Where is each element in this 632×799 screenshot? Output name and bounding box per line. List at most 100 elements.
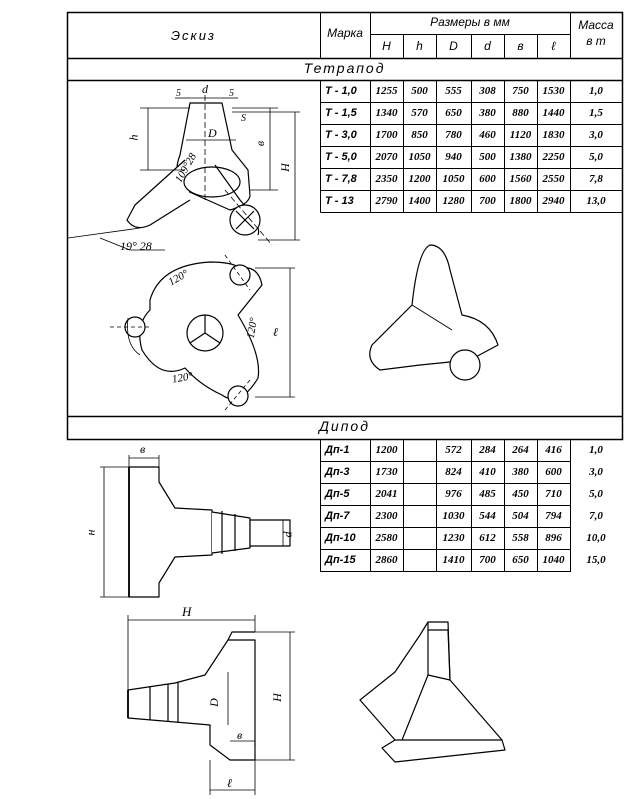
- dipod-row-cell-H: 1200: [375, 444, 398, 456]
- label-s: S: [241, 113, 246, 124]
- label-five-left: 5: [176, 88, 181, 99]
- label-D: D: [208, 126, 217, 140]
- tetrapod-row-cell-l: 2550: [542, 173, 565, 185]
- dipod-row-cell-b: 380: [512, 466, 529, 478]
- tetrapod-top-view: [110, 254, 295, 411]
- dipod-row-cell-l: 896: [545, 532, 562, 544]
- tetrapod-row-mark: Т - 7,8: [325, 173, 357, 185]
- tetrapod-row-mark: Т - 1,5: [325, 107, 357, 119]
- dipod-row-cell-D: 572: [445, 444, 462, 456]
- label-dp-D: D: [206, 698, 221, 707]
- tetrapod-row-cell-h: 1200: [408, 173, 431, 185]
- tetrapod-row-cell-h: 570: [411, 107, 428, 119]
- tetrapod-row-cell-D: 650: [445, 107, 462, 119]
- tetrapod-row-cell-D: 1280: [442, 195, 465, 207]
- label-dp-H: H: [182, 604, 192, 619]
- dipod-row-mark: Дп-1: [325, 444, 350, 456]
- dipod-row-mark: Дп-10: [325, 532, 356, 544]
- col-H: H: [382, 39, 391, 53]
- dipod-row-cell-D: 976: [445, 488, 462, 500]
- tetrapod-row-cell-b: 1120: [509, 129, 532, 141]
- dipod-row-cell-b: 650: [512, 554, 529, 566]
- dipod-row-mass: 15,0: [586, 554, 606, 566]
- dipod-front-view: [127, 615, 295, 795]
- header-mass: Масса: [578, 18, 614, 32]
- dipod-row-cell-b: 558: [512, 532, 529, 544]
- dipod-row-cell-D: 1230: [442, 532, 465, 544]
- dipod-row-mass: 10,0: [586, 532, 606, 544]
- col-D: D: [449, 39, 458, 53]
- dipod-row-mass: 5,0: [589, 488, 603, 500]
- dipod-row-cell-l: 1040: [542, 554, 565, 566]
- header-sketch: Эскиз: [171, 28, 216, 43]
- dipod-row-cell-d: 544: [479, 510, 496, 522]
- tetrapod-row-cell-b: 880: [512, 107, 529, 119]
- tetrapod-row-mass: 1,0: [589, 85, 603, 97]
- tetrapod-row-cell-H: 2350: [375, 173, 398, 185]
- tetrapod-row-cell-H: 1340: [375, 107, 398, 119]
- tetrapod-row-cell-d: 460: [479, 129, 496, 141]
- dipod-row-cell-H: 1730: [375, 466, 398, 478]
- dipod-row-cell-l: 710: [545, 488, 562, 500]
- tetrapod-row-mass: 7,8: [589, 173, 603, 185]
- col-h: h: [416, 39, 423, 53]
- dipod-row-cell-d: 284: [479, 444, 496, 456]
- dipod-row-mark: Дп-15: [325, 554, 356, 566]
- dipod-row-mass: 1,0: [589, 444, 603, 456]
- section-tetrapod: Тетрапод: [303, 60, 386, 76]
- label-dp-H2: H: [269, 693, 284, 702]
- tetrapod-row-cell-l: 1530: [542, 85, 565, 97]
- tetrapod-row-cell-d: 500: [479, 151, 496, 163]
- dipod-row-cell-l: 416: [545, 444, 562, 456]
- dipod-row-cell-H: 2860: [375, 554, 398, 566]
- dipod-row-mass: 3,0: [589, 466, 603, 478]
- dipod-row-mass: 7,0: [589, 510, 603, 522]
- dipod-row-cell-l: 794: [545, 510, 562, 522]
- tetrapod-row-cell-b: 1560: [509, 173, 532, 185]
- section-dipod: Дипод: [319, 418, 370, 434]
- col-l: ℓ: [551, 39, 556, 53]
- tetrapod-row-cell-D: 1050: [442, 173, 465, 185]
- col-b: в: [517, 39, 524, 53]
- tetrapod-row-mark: Т - 13: [325, 195, 354, 207]
- tetrapod-row-mark: Т - 1,0: [325, 85, 357, 97]
- tetrapod-row-mass: 3,0: [589, 129, 603, 141]
- tetrapod-row-mark: Т - 5,0: [325, 151, 357, 163]
- label-l: ℓ: [273, 325, 278, 339]
- dipod-row-cell-b: 450: [512, 488, 529, 500]
- dipod-row-cell-d: 700: [479, 554, 496, 566]
- header-mark: Марка: [327, 26, 363, 40]
- dipod-row-cell-H: 2580: [375, 532, 398, 544]
- tetrapod-row-cell-l: 2250: [542, 151, 565, 163]
- label-angle-base: 19° 28: [120, 239, 152, 253]
- tetrapod-row-mass: 13,0: [586, 195, 606, 207]
- tetrapod-row-cell-h: 1400: [408, 195, 431, 207]
- dipod-row-cell-D: 824: [445, 466, 462, 478]
- label-h: h: [126, 134, 141, 141]
- label-dp-b2: в: [237, 728, 243, 742]
- tetrapod-row-mass: 1,5: [589, 107, 603, 119]
- dipod-row-cell-b: 264: [512, 444, 529, 456]
- header-dimensions: Размеры в мм: [430, 15, 510, 29]
- label-dp-b: в: [140, 442, 146, 456]
- tetrapod-row-cell-D: 555: [445, 85, 462, 97]
- tetrapod-row-cell-d: 380: [479, 107, 496, 119]
- label-dp-h: н: [83, 529, 98, 536]
- dipod-side-view: [100, 455, 291, 598]
- tetrapod-row-cell-d: 700: [479, 195, 496, 207]
- header-mass-unit: в т: [586, 34, 606, 48]
- tetrapod-row-mark: Т - 3,0: [325, 129, 357, 141]
- tetrapod-row-cell-H: 2070: [375, 151, 398, 163]
- tetrapod-row-cell-l: 1830: [542, 129, 565, 141]
- tetrapod-row-cell-D: 780: [445, 129, 462, 141]
- tetrapod-row-cell-h: 850: [411, 129, 428, 141]
- tetrapod-row-cell-b: 750: [512, 85, 529, 97]
- dipod-row-cell-D: 1030: [442, 510, 465, 522]
- dipod-row-cell-d: 612: [479, 532, 496, 544]
- label-b: в: [253, 140, 268, 147]
- tetrapod-row-cell-H: 2790: [375, 195, 398, 207]
- label-H: H: [277, 163, 292, 172]
- tetrapod-row-mass: 5,0: [589, 151, 603, 163]
